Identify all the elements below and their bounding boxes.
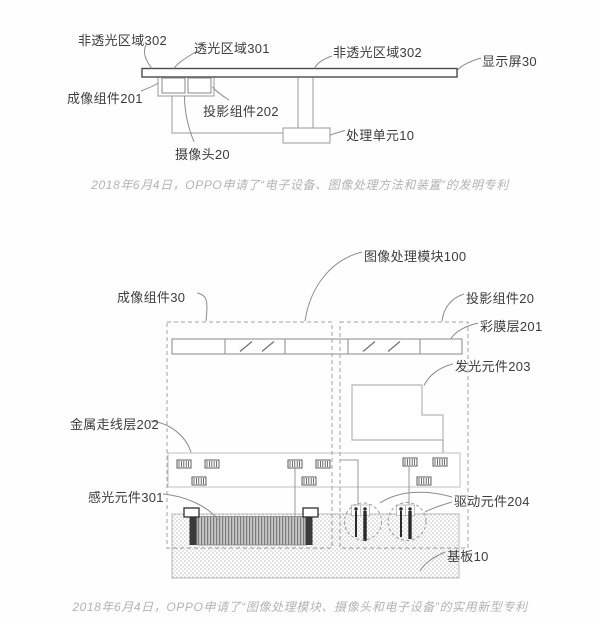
label-display-screen: 显示屏30: [482, 54, 537, 69]
photosensitive-element: [196, 516, 307, 546]
label-image-processing-module-100: 图像处理模块100: [364, 249, 467, 264]
processing-unit-box: [282, 127, 331, 144]
label-imaging-component-30: 成像组件30: [117, 290, 186, 305]
label-color-film-layer-201: 彩膜层201: [480, 319, 543, 334]
imaging-component-box: [161, 77, 186, 94]
label-non-transparent-area-right: 非透光区域302: [333, 45, 423, 60]
label-processing-unit-10: 处理单元10: [346, 128, 415, 143]
photosensitive-element-pins: [183, 507, 319, 545]
label-light-emitting-element-203: 发光元件203: [455, 359, 531, 374]
label-driving-element-204: 驱动元件204: [454, 494, 530, 509]
figure2-image-processing-module-diagram: [150, 251, 479, 579]
color-film-layer-bar: [171, 338, 463, 355]
label-camera-20: 摄像头20: [175, 147, 230, 162]
figure2-connection-lines: [294, 459, 410, 516]
color-film-hatch-marks: [239, 341, 401, 352]
projection-component-box: [187, 77, 212, 94]
figure1-caption: 2018年6月4日，OPPO申请了“电子设备、图像处理方法和装置”的发明专利: [91, 178, 509, 192]
label-transparent-area: 透光区域301: [194, 41, 270, 56]
label-non-transparent-area-left: 非透光区域302: [78, 33, 168, 48]
light-emitting-element: [351, 384, 444, 441]
connection-lines: [171, 77, 314, 134]
label-substrate-10: 基板10: [447, 549, 489, 564]
label-photosensitive-element-301: 感光元件301: [88, 490, 164, 505]
driving-element-pins: [351, 504, 415, 541]
label-projection-component-20: 投影组件20: [466, 291, 535, 306]
label-projection-component-202: 投影组件202: [203, 104, 279, 119]
driving-element-circle-2: [387, 502, 427, 541]
figure2-leader-lines: [150, 251, 479, 572]
driving-element-circle-1: [344, 502, 382, 541]
figure1-electronic-device-diagram: [140, 44, 482, 144]
figure2-caption: 2018年6月4日，OPPO申请了“图像处理模块、摄像头和电子设备”的实用新型专…: [72, 600, 528, 614]
projection-component-dashed-box: [339, 321, 469, 549]
figure1-leader-lines: [140, 44, 482, 143]
imaging-component-dashed-box: [166, 321, 333, 549]
display-screen-bar: [141, 67, 458, 78]
label-imaging-component-201: 成像组件201: [67, 91, 143, 106]
color-film-dividers: [224, 339, 421, 354]
label-metal-trace-layer-202: 金属走线层202: [70, 417, 160, 432]
